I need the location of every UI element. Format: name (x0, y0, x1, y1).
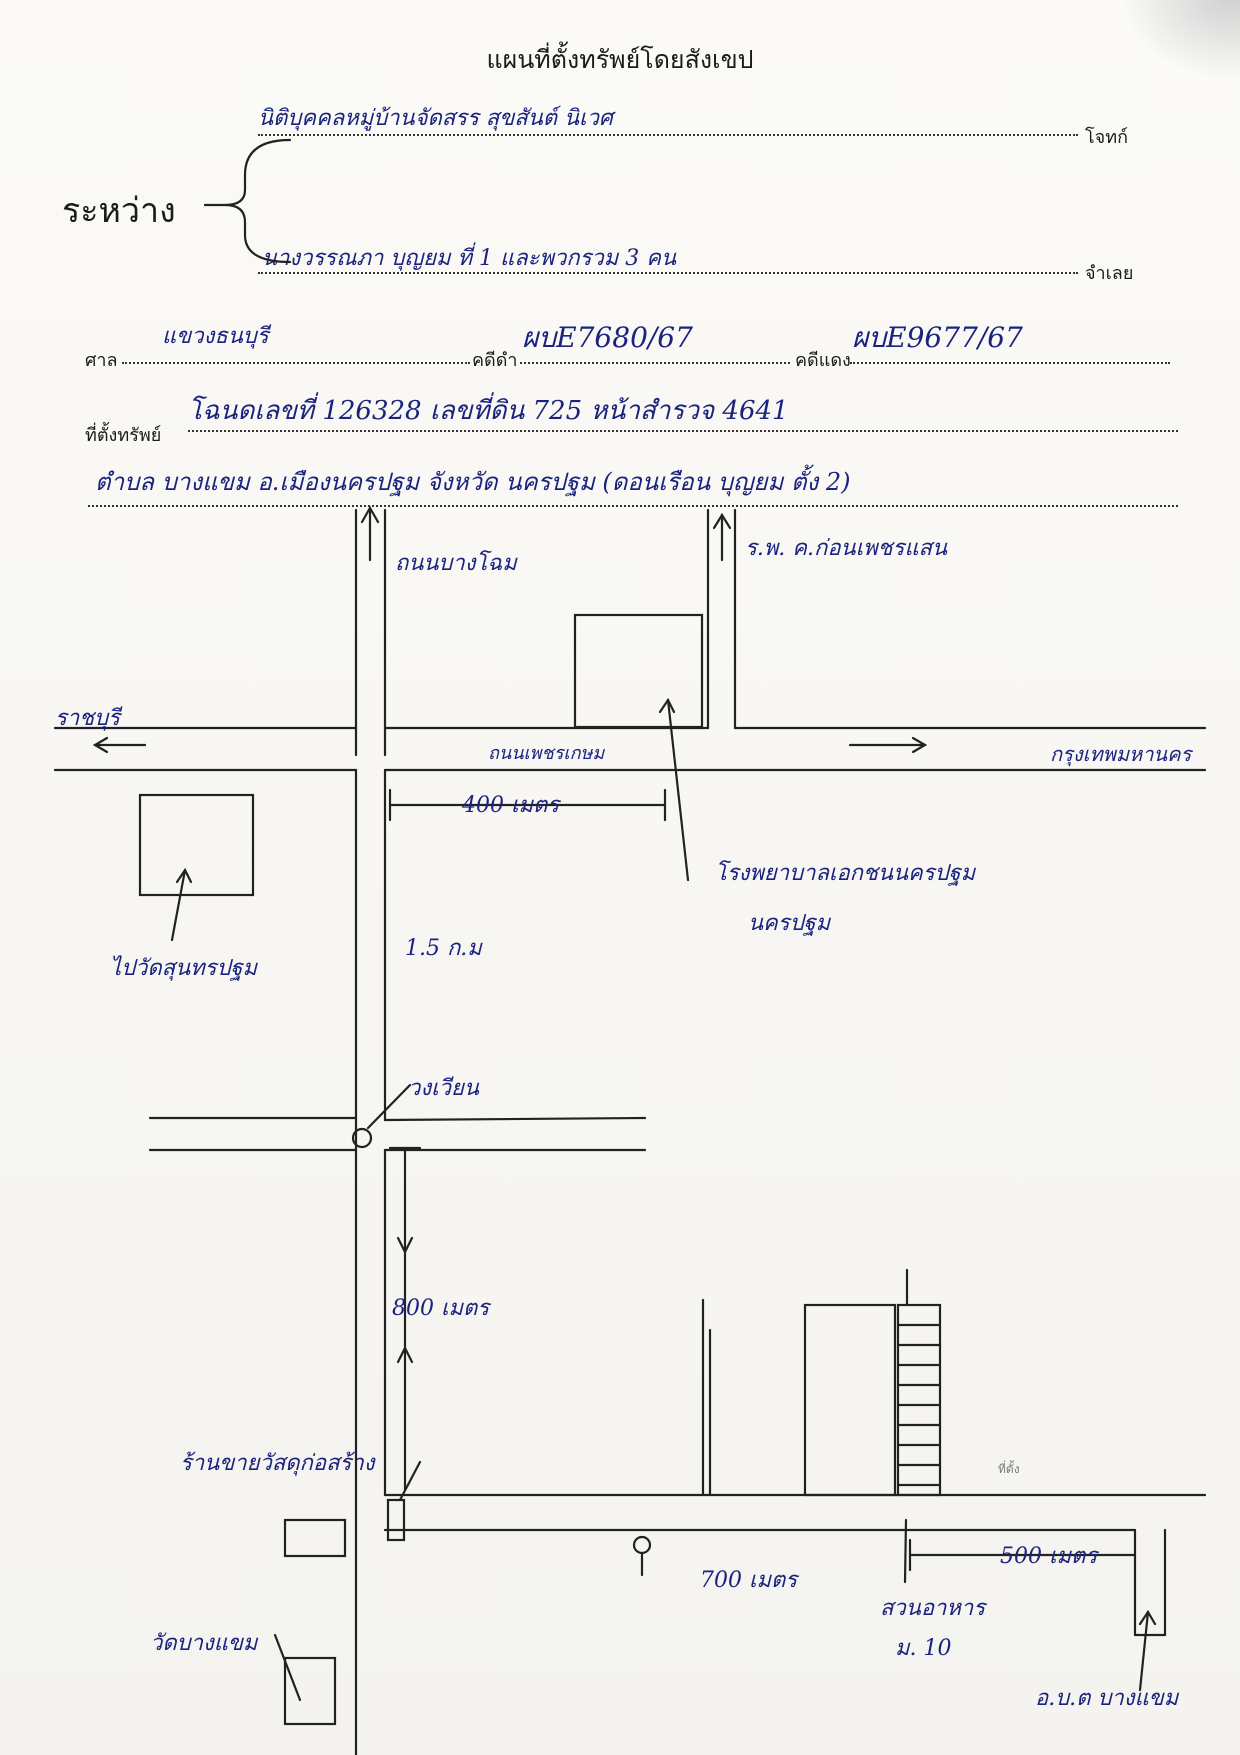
property-pointer-arrowhead (658, 697, 676, 714)
location-label: ที่ตั้งทรัพย์ (85, 425, 162, 446)
black-case-label: คดีดำ (472, 350, 518, 371)
court-dotted-line (122, 362, 470, 364)
hospital-label-line2: นครปฐม (748, 911, 831, 936)
temple-bottom-box (283, 1656, 337, 1726)
bottom-right-arrowhead (1138, 1609, 1157, 1626)
road-right-arrowhead (712, 512, 732, 530)
parties-brace (224, 138, 292, 264)
distance-800m: 800 เมตร (392, 1296, 490, 1321)
location-value: โฉนดเลขที่ 126328 เลขที่ดิน 725 หน้าสำรว… (188, 396, 789, 426)
red-case-dotted-line (850, 362, 1170, 364)
black-case-dotted-line (520, 362, 790, 364)
road-left-arrowhead (360, 505, 380, 524)
bottom-right-label: อ.บ.ต บางแขม (1035, 1686, 1179, 1711)
soi-pointer (903, 1518, 908, 1584)
west-direction-label: ราชบุรี (55, 706, 120, 731)
shop-box (283, 1518, 347, 1558)
plaintiff-label: โจทก์ (1085, 127, 1128, 148)
page-title: แผนที่ตั้งทรัพย์โดยสังเขป (486, 45, 754, 74)
temple-pointer (170, 868, 187, 942)
temple-bottom-label: วัดบางแขม (150, 1631, 258, 1656)
moo-label: ม. 10 (895, 1636, 952, 1661)
location-line2: ตำบล บางแขม อ.เมืองนครปฐม จังหวัด นครปฐม… (95, 468, 851, 496)
hospital-label: โรงพยาบาลเอกชนนครปฐม (715, 861, 976, 886)
shop-marker (386, 1498, 406, 1542)
red-case-label: คดีแดง (795, 350, 851, 371)
property-pointer-up (666, 698, 690, 882)
red-case-value: ผบE9677/67 (852, 321, 1023, 354)
defendant-value: นางวรรณภา บุญยม ที่ 1 และพวกรวม 3 คน (262, 246, 677, 271)
dim-800-arrowhead-up (396, 1345, 414, 1364)
main-road-label: ถนนเพชรเกษม (488, 743, 605, 764)
property-box-hatched (896, 1303, 942, 1497)
shop-label: ร้านขายวัสดุก่อสร้าง (180, 1451, 375, 1476)
shop-pointer (398, 1460, 422, 1502)
distance-1-5km: 1.5 ก.ม (405, 936, 482, 961)
temple-pointer-arrowhead (175, 867, 193, 884)
location-dotted-line (188, 430, 1178, 432)
location-line2-dotted (88, 505, 1178, 507)
distance-400m: 400 เมตร (462, 793, 560, 818)
road-label-bang-chom: ถนนบางโฉม (395, 551, 517, 576)
between-label: ระหว่าง (62, 191, 176, 231)
bottom-road-marker (632, 1535, 652, 1555)
distance-700m: 700 เมตร (700, 1568, 798, 1593)
court-label: ศาล (85, 350, 118, 371)
roundabout-circle (351, 1127, 373, 1149)
distance-500m: 500 เมตร (1000, 1544, 1098, 1569)
temple-label: ไปวัดสุนทรปฐม (110, 956, 258, 981)
faint-stamp: ที่ตั้ง (998, 1462, 1020, 1476)
paper-corner-shadow (1120, 0, 1240, 80)
soi-label: สวนอาหาร (880, 1596, 986, 1621)
plaintiff-value: นิติบุคคลหมู่บ้านจัดสรร สุขสันต์ นิเวศ (258, 106, 613, 131)
temple-bottom-pointer (273, 1633, 302, 1702)
temple-box (138, 793, 255, 897)
plaintiff-dotted-line (258, 134, 1078, 136)
roundabout-pointer (366, 1083, 412, 1130)
defendant-label: จำเลย (1085, 263, 1134, 284)
road-label-top-right: ร.พ. ค.ก่อนเพชรแสน (745, 536, 947, 561)
black-case-value: ผบE7680/67 (522, 321, 693, 354)
property-box-top (573, 613, 704, 729)
cross-road-north-east (383, 1116, 647, 1122)
court-value: แขวงธนบุรี (162, 324, 269, 349)
east-arrowhead (911, 736, 928, 754)
bottom-right-pointer (1138, 1610, 1150, 1692)
defendant-dotted-line (258, 272, 1078, 274)
east-direction-label: กรุงเทพมหานคร (1050, 742, 1192, 766)
dim-800-arrowhead-down (396, 1236, 414, 1255)
property-box-bottom (803, 1303, 897, 1497)
west-arrowhead (92, 736, 109, 754)
roundabout-label: วงเวียน (408, 1076, 479, 1101)
